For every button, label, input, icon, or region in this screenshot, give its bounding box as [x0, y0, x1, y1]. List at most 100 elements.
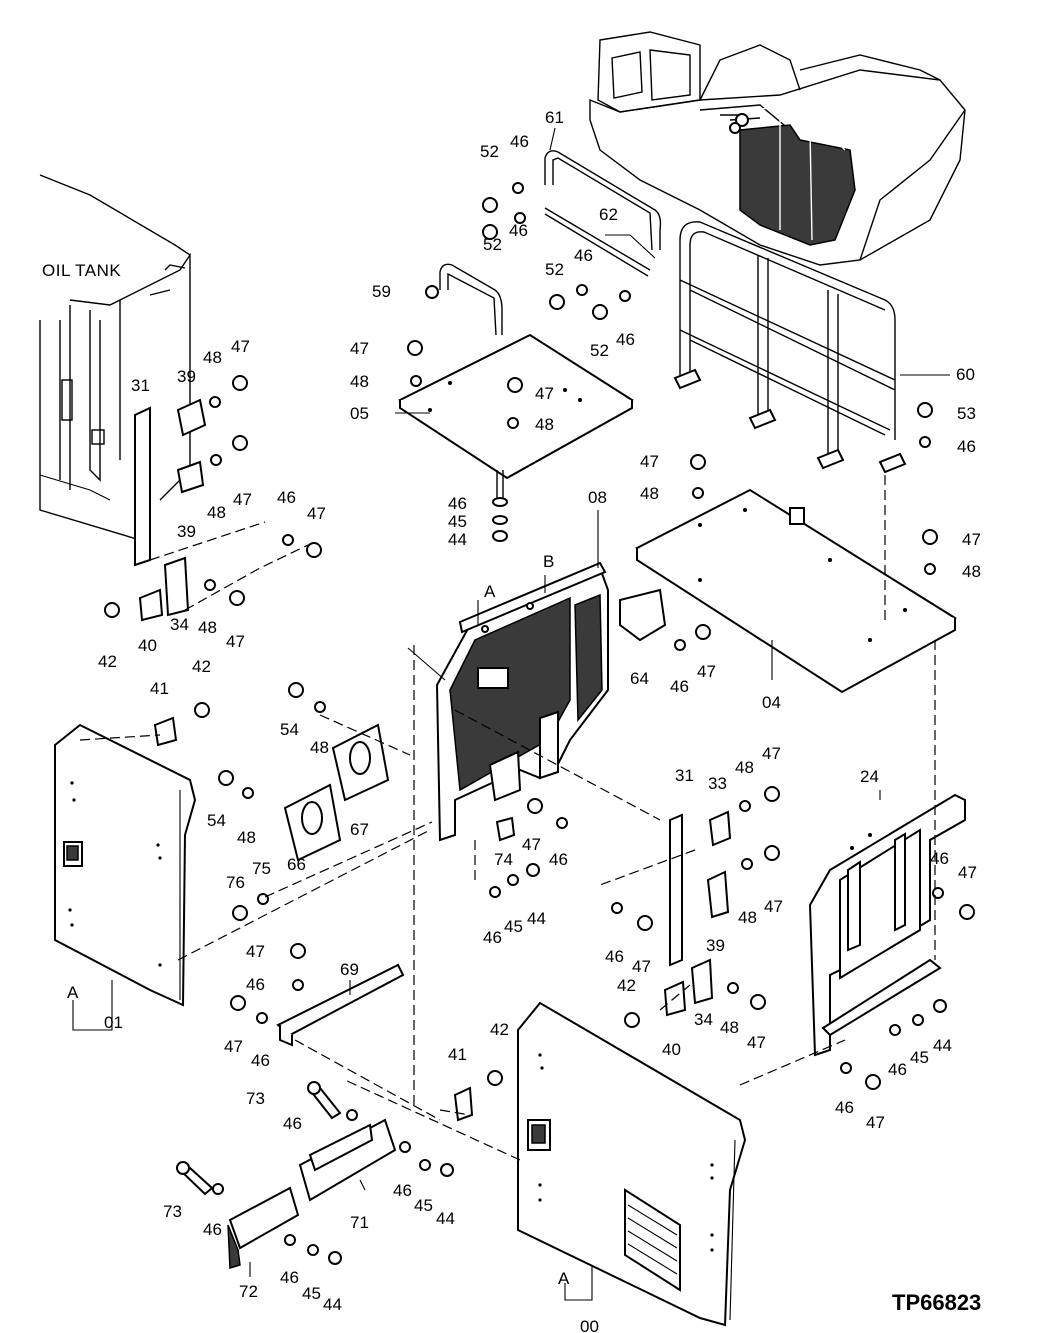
- rails-and-blocks: [227, 723, 405, 1269]
- callout-47f: 47: [231, 337, 250, 356]
- callout-00: 00: [580, 1317, 599, 1333]
- callout-48a: 48: [350, 372, 369, 391]
- callout-34a: 34: [170, 615, 189, 634]
- callout-47r: 47: [224, 1037, 243, 1056]
- callout-47n: 47: [958, 863, 977, 882]
- callout-52b: 52: [483, 235, 502, 254]
- callout-44e: 44: [323, 1295, 342, 1314]
- plate-05: [397, 333, 634, 480]
- callout-48d: 48: [962, 562, 981, 581]
- callout-45b: 45: [504, 917, 523, 936]
- callout-39b: 39: [177, 522, 196, 541]
- callout-01: 01: [104, 1013, 123, 1032]
- callout-45c: 45: [910, 1048, 929, 1067]
- callout-71: 71: [350, 1213, 369, 1232]
- callout-44c: 44: [933, 1036, 952, 1055]
- callout-54a: 54: [280, 720, 299, 739]
- fasteners: [104, 182, 975, 1265]
- callout-47p: 47: [866, 1113, 885, 1132]
- callout-46k: 46: [605, 947, 624, 966]
- callout-48b: 48: [535, 415, 554, 434]
- callout-47d: 47: [962, 530, 981, 549]
- callout-47o: 47: [747, 1033, 766, 1052]
- callout-48k: 48: [738, 908, 757, 927]
- callout-48e: 48: [203, 348, 222, 367]
- oil-tank-label: OIL TANK: [42, 261, 121, 280]
- callout-47q: 47: [246, 942, 265, 961]
- callout-54b: 54: [207, 811, 226, 830]
- pipes: [439, 150, 662, 500]
- callout-46b: 46: [509, 221, 528, 240]
- callout-46t: 46: [280, 1268, 299, 1287]
- callout-47j: 47: [522, 835, 541, 854]
- assembly-lines: [79, 475, 936, 1161]
- callout-66: 66: [287, 855, 306, 874]
- callout-53: 53: [957, 404, 976, 423]
- callout-47c: 47: [640, 452, 659, 471]
- callout-46q: 46: [283, 1114, 302, 1133]
- callout-46i: 46: [549, 850, 568, 869]
- callout-42a: 42: [98, 652, 117, 671]
- callout-61: 61: [545, 108, 564, 127]
- callout-47l: 47: [764, 897, 783, 916]
- callout-42d: 42: [490, 1020, 509, 1039]
- callout-62: 62: [599, 205, 618, 224]
- callout-46g: 46: [670, 677, 689, 696]
- callout-45d: 45: [414, 1196, 433, 1215]
- callout-46j: 46: [483, 928, 502, 947]
- callout-60: 60: [956, 365, 975, 384]
- callout-31a: 31: [131, 376, 150, 395]
- callout-48j: 48: [735, 758, 754, 777]
- callout-52c: 52: [545, 260, 564, 279]
- callout-46m: 46: [888, 1060, 907, 1079]
- callout-46a: 46: [510, 132, 529, 151]
- callout-B: B: [543, 552, 554, 571]
- callout-04: 04: [762, 693, 781, 712]
- callout-69: 69: [340, 960, 359, 979]
- callout-52d: 52: [590, 341, 609, 360]
- callout-44a: 44: [448, 530, 467, 549]
- callout-72: 72: [239, 1282, 258, 1301]
- reference-code: TP66823: [892, 1290, 981, 1315]
- callout-76: 76: [226, 873, 245, 892]
- brackets-right: [453, 588, 732, 1122]
- excavator-overview: [589, 31, 966, 266]
- oil-tank: OIL TANK: [39, 174, 191, 541]
- callout-46l: 46: [930, 849, 949, 868]
- callout-46n: 46: [835, 1098, 854, 1117]
- callout-labels: 52 46 61 52 46 62 52 46 52 46 59 47 48 0…: [67, 108, 981, 1333]
- callout-47e: 47: [697, 662, 716, 681]
- callout-42c: 42: [617, 976, 636, 995]
- callout-45a: 45: [448, 512, 467, 531]
- callout-67: 67: [350, 820, 369, 839]
- brackets-left: [134, 398, 207, 747]
- callout-46s: 46: [393, 1181, 412, 1200]
- callout-05: 05: [350, 404, 369, 423]
- callout-73a: 73: [246, 1089, 265, 1108]
- callout-48h: 48: [310, 738, 329, 757]
- callout-A1: A: [484, 582, 496, 601]
- callout-24: 24: [860, 767, 879, 786]
- callout-47m: 47: [632, 957, 651, 976]
- callout-34b: 34: [694, 1010, 713, 1029]
- callout-64: 64: [630, 669, 649, 688]
- callout-46p: 46: [251, 1051, 270, 1070]
- callout-44d: 44: [436, 1209, 455, 1228]
- callout-08: 08: [588, 488, 607, 507]
- handrail-60: [673, 221, 907, 474]
- callout-46h: 46: [277, 488, 296, 507]
- cover-01: [54, 723, 197, 1007]
- callout-46o: 46: [246, 975, 265, 994]
- callout-46d: 46: [616, 330, 635, 349]
- callout-48c: 48: [640, 484, 659, 503]
- callout-46r: 46: [203, 1220, 222, 1239]
- leader-lines: [72, 127, 950, 1301]
- callout-A2: A: [67, 983, 79, 1002]
- callout-41b: 41: [448, 1045, 467, 1064]
- cover-00: [517, 1001, 747, 1327]
- callout-73b: 73: [163, 1202, 182, 1221]
- callout-48f: 48: [207, 503, 226, 522]
- callout-31b: 31: [675, 766, 694, 785]
- callout-59: 59: [372, 282, 391, 301]
